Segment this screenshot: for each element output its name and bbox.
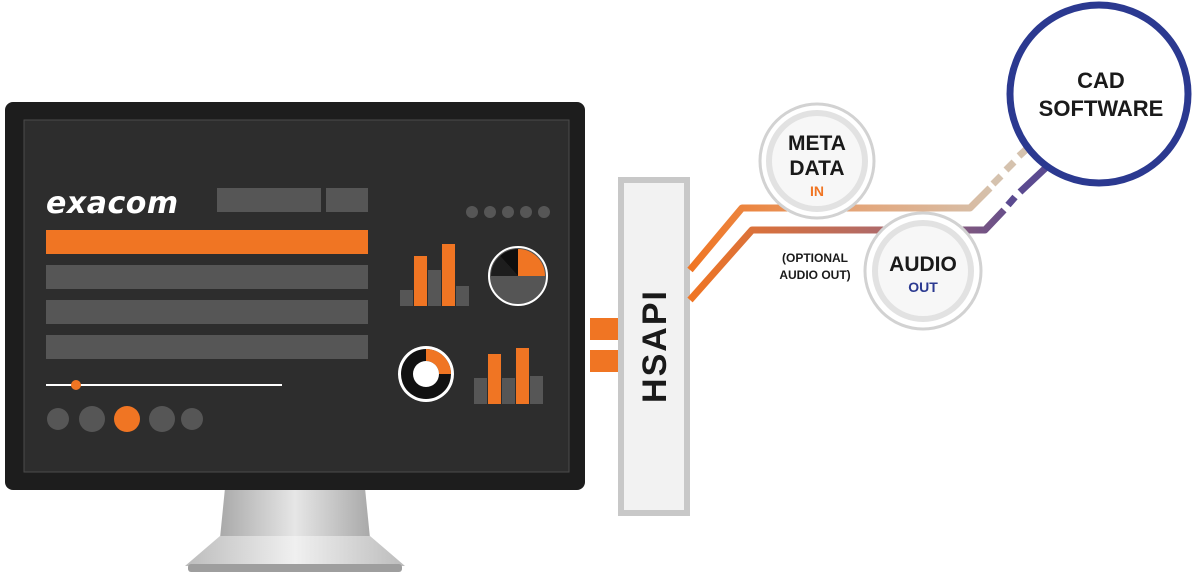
bar xyxy=(516,348,529,404)
indicator-dot xyxy=(484,206,496,218)
header-block-small xyxy=(326,188,368,212)
list-row xyxy=(46,300,368,324)
stand-neck xyxy=(220,488,370,538)
pie-slice xyxy=(491,256,518,276)
page-dot-active xyxy=(114,406,140,432)
bar xyxy=(414,256,427,306)
page-dot xyxy=(47,408,69,430)
audio-out-node: AUDIO OUT xyxy=(863,211,983,331)
bar-chart-widget-2 xyxy=(474,348,543,404)
cad-circle xyxy=(1006,1,1192,187)
optional-note-line1: (OPTIONAL xyxy=(782,251,848,265)
pie-slice xyxy=(518,249,545,276)
list-row-highlighted xyxy=(46,230,368,254)
bar-chart-widget xyxy=(400,244,469,306)
node-inner-ring xyxy=(872,220,974,322)
bar xyxy=(400,290,413,306)
pie-slice xyxy=(500,249,518,276)
monitor: exacom xyxy=(5,102,585,490)
metadata-line xyxy=(687,185,993,273)
audio-direction: OUT xyxy=(908,279,938,295)
slider-thumb xyxy=(71,380,81,390)
metadata-label-line1: META xyxy=(788,132,846,155)
donut-segment xyxy=(426,349,451,374)
bar xyxy=(502,378,515,404)
bar xyxy=(474,378,487,404)
donut-hole xyxy=(413,361,439,387)
stand-foot xyxy=(188,564,402,572)
cad-label-line2: SOFTWARE xyxy=(1039,96,1164,121)
header-block xyxy=(217,188,321,212)
page-dot xyxy=(149,406,175,432)
pie-chart-widget xyxy=(488,246,548,306)
optional-note-line2: AUDIO OUT) xyxy=(779,268,850,282)
connector-pin xyxy=(590,350,618,372)
audio-line xyxy=(687,207,1007,303)
hsapi-bar: HSAPI xyxy=(618,177,690,516)
metadata-label-line2: DATA xyxy=(789,157,844,180)
connector-pin xyxy=(590,318,618,340)
indicator-dot xyxy=(502,206,514,218)
list-row xyxy=(46,335,368,359)
bar xyxy=(530,376,543,404)
monitor-screen xyxy=(23,119,570,473)
audio-line-dash xyxy=(1005,194,1018,208)
donut-chart-widget xyxy=(398,346,454,402)
metadata-in-node: META DATA IN xyxy=(758,102,876,220)
exacom-logo: exacom xyxy=(46,186,179,221)
bar xyxy=(488,354,501,404)
audio-label-line1: AUDIO xyxy=(889,253,957,276)
indicator-dot xyxy=(466,206,478,218)
cad-label-line1: CAD xyxy=(1077,68,1125,93)
indicator-dot xyxy=(520,206,532,218)
bar xyxy=(456,286,469,306)
indicator-dot xyxy=(538,206,550,218)
bar xyxy=(442,244,455,306)
stand-base xyxy=(185,536,405,566)
hsapi-label: HSAPI xyxy=(636,289,674,403)
list-row xyxy=(46,265,368,289)
metadata-line-dash xyxy=(990,173,1004,187)
node-inner-ring xyxy=(766,110,868,212)
metadata-line-dash xyxy=(1003,159,1017,173)
bar xyxy=(428,270,441,306)
hsapi-box xyxy=(618,177,690,516)
cad-software-node: CAD SOFTWARE xyxy=(1006,1,1192,187)
page-dot xyxy=(181,408,203,430)
page-dot xyxy=(79,406,105,432)
metadata-direction: IN xyxy=(810,183,824,199)
monitor-stand xyxy=(185,488,405,572)
